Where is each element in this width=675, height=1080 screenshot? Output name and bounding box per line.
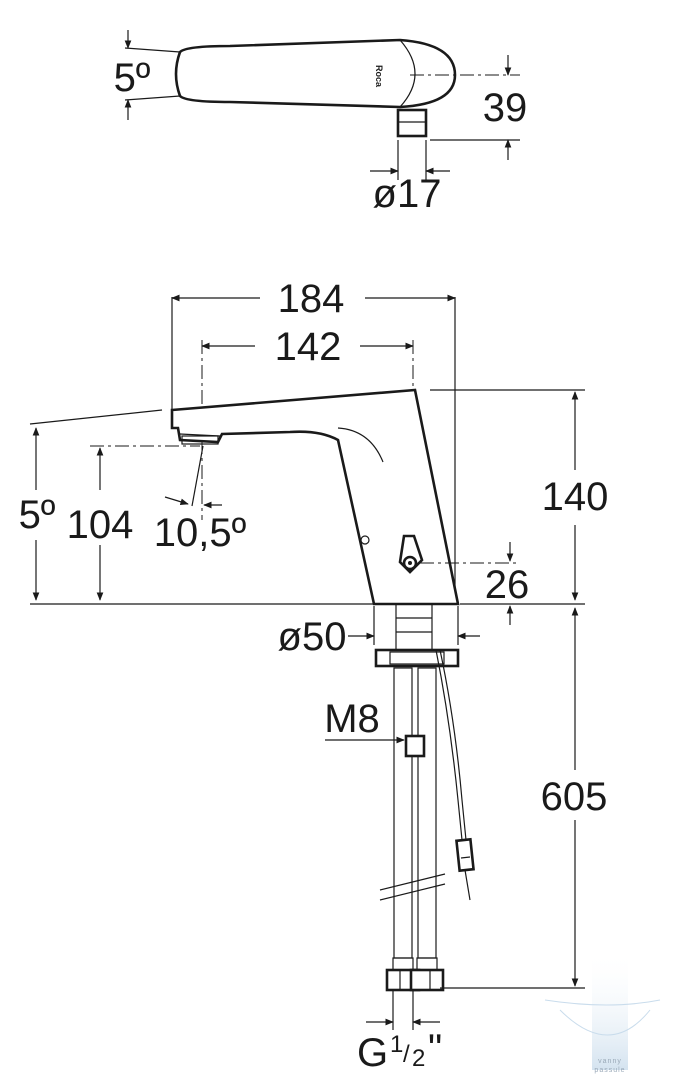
outlet-height-dimension: 104 [67, 445, 200, 601]
hose-right [417, 667, 437, 959]
width-dimension-184: 184 [171, 277, 456, 600]
m8-nut [404, 734, 426, 758]
sensor-cable [435, 649, 475, 901]
sensor-window [360, 535, 370, 545]
base-diameter-label: ø50 [278, 615, 347, 659]
brand-logo: Roca [374, 65, 384, 88]
base-diameter-dimension: ø50 [278, 606, 480, 659]
body-height-dimension: 140 [430, 389, 609, 605]
width-label-142: 142 [275, 325, 342, 369]
top-view: Roca 5º 39 ø17 [114, 30, 527, 216]
lever-side [398, 534, 424, 574]
width-label-184: 184 [278, 277, 345, 321]
angle-label-top: 5º [114, 56, 151, 100]
connector-right [409, 968, 445, 992]
outlet-height-label: 104 [67, 503, 134, 547]
mounting-assembly [374, 603, 460, 668]
connection-numerator: 1 [390, 1031, 403, 1058]
connection-dimension: G 1 / 2 " [357, 990, 442, 1075]
connection-denominator: 2 [412, 1045, 425, 1072]
aerator-outlet [181, 435, 219, 445]
tilt-dimension: 10,5º [154, 445, 247, 555]
faucet-body-side [170, 388, 460, 606]
hose-left [393, 667, 413, 959]
lever-height-dimension: 26 [420, 542, 529, 625]
height-dimension-39: 39 [430, 55, 527, 160]
angle-dimension-side: 5º [19, 409, 374, 605]
lever-handle-top [174, 38, 457, 138]
fixing-plate [374, 648, 460, 668]
watermark: vanny passule [544, 950, 661, 1074]
lever-height-label: 26 [485, 563, 530, 607]
diameter-label-17: ø17 [373, 172, 442, 216]
connection-prefix: G [357, 1031, 388, 1075]
watermark-line2: passule [594, 1067, 625, 1074]
hose-length-label: 605 [541, 775, 608, 819]
angle-dimension-top: 5º [114, 30, 181, 120]
cable-plug [455, 837, 475, 873]
connection-suffix: " [428, 1027, 442, 1071]
angle-label-side: 5º [19, 493, 56, 537]
diameter-dimension-17: ø17 [370, 140, 450, 216]
hose-length-dimension: 605 [440, 607, 608, 989]
height-label-39: 39 [483, 86, 528, 130]
body-height-label: 140 [542, 475, 609, 519]
spout-stub-top [396, 108, 428, 138]
braided-hoses [379, 667, 446, 992]
thread-label: M8 [324, 697, 380, 741]
connection-slash: / [403, 1041, 410, 1068]
tilt-label: 10,5º [154, 511, 247, 555]
side-view: 184 142 5º [19, 277, 609, 1075]
thread-callout: M8 [324, 697, 405, 744]
watermark-line1: vanny [598, 1058, 622, 1065]
